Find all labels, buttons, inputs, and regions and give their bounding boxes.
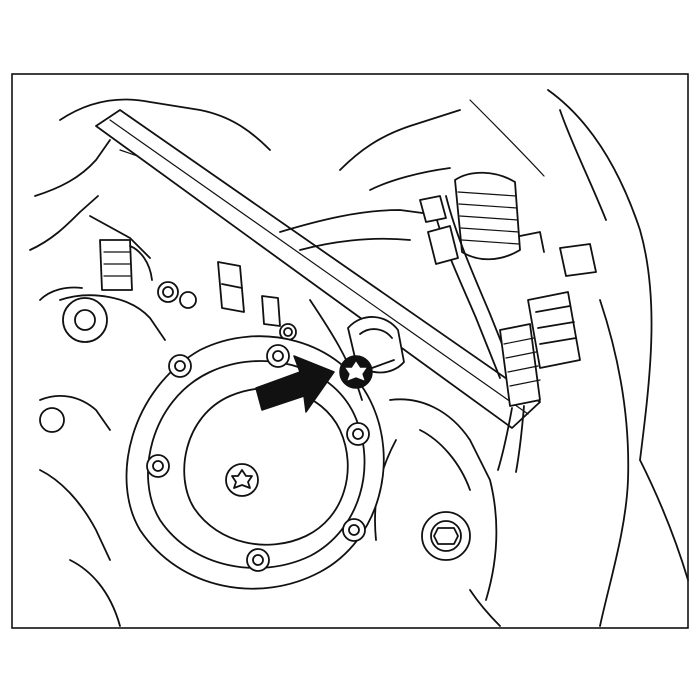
- wiring-harness: [419, 171, 597, 473]
- right-side-panel: [469, 89, 689, 627]
- lower-right-engine: [374, 398, 501, 627]
- round-side-cover: [125, 299, 385, 590]
- cover-bolts: [146, 344, 370, 572]
- background-engine-block: [29, 98, 297, 627]
- clamp-assembly: [339, 316, 405, 389]
- center-bolt: [225, 463, 259, 497]
- callout-arrow: [255, 355, 335, 413]
